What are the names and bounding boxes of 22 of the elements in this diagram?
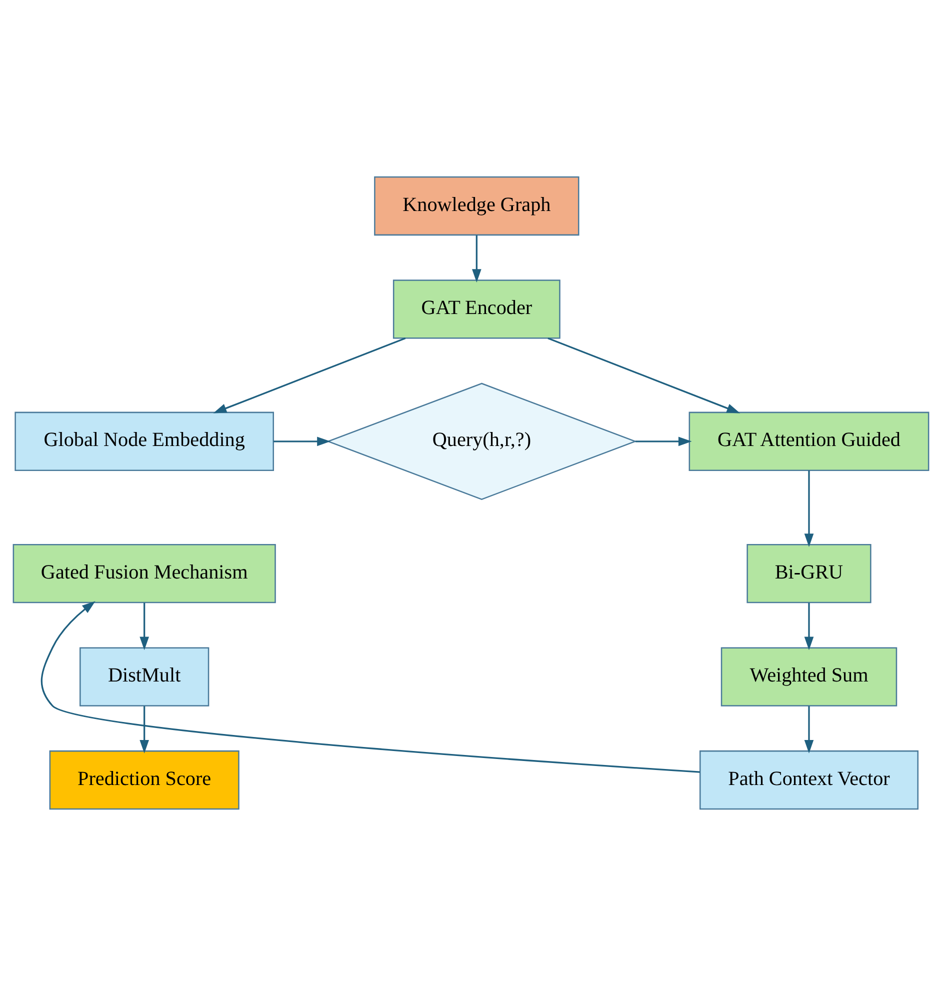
- node-box: Knowledge Graph: [374, 176, 580, 236]
- node-box: Gated Fusion Mechanism: [12, 543, 276, 603]
- arrow: [213, 337, 406, 413]
- node-box: Global Node Embedding: [14, 411, 274, 470]
- arrow: [140, 602, 150, 650]
- arrow: [140, 706, 150, 753]
- node-box: Path Context Vector: [699, 750, 918, 810]
- arrow: [548, 337, 740, 413]
- node-box: GAT Encoder: [392, 279, 560, 338]
- arrow: [804, 706, 814, 753]
- arrow: [804, 470, 814, 546]
- arrow: [804, 602, 814, 650]
- node-box: DistMult: [80, 646, 210, 706]
- node-box: Prediction Score: [49, 750, 240, 810]
- node-box: GAT Attention Guided: [688, 411, 930, 470]
- arrow: [40, 600, 700, 772]
- arrow: [635, 436, 692, 446]
- arrow: [472, 234, 482, 282]
- node-box: Weighted Sum: [720, 646, 898, 706]
- arrow: [273, 436, 330, 446]
- node-diamond: Query(h,r,?): [326, 382, 638, 500]
- node-box: Bi-GRU: [746, 543, 872, 603]
